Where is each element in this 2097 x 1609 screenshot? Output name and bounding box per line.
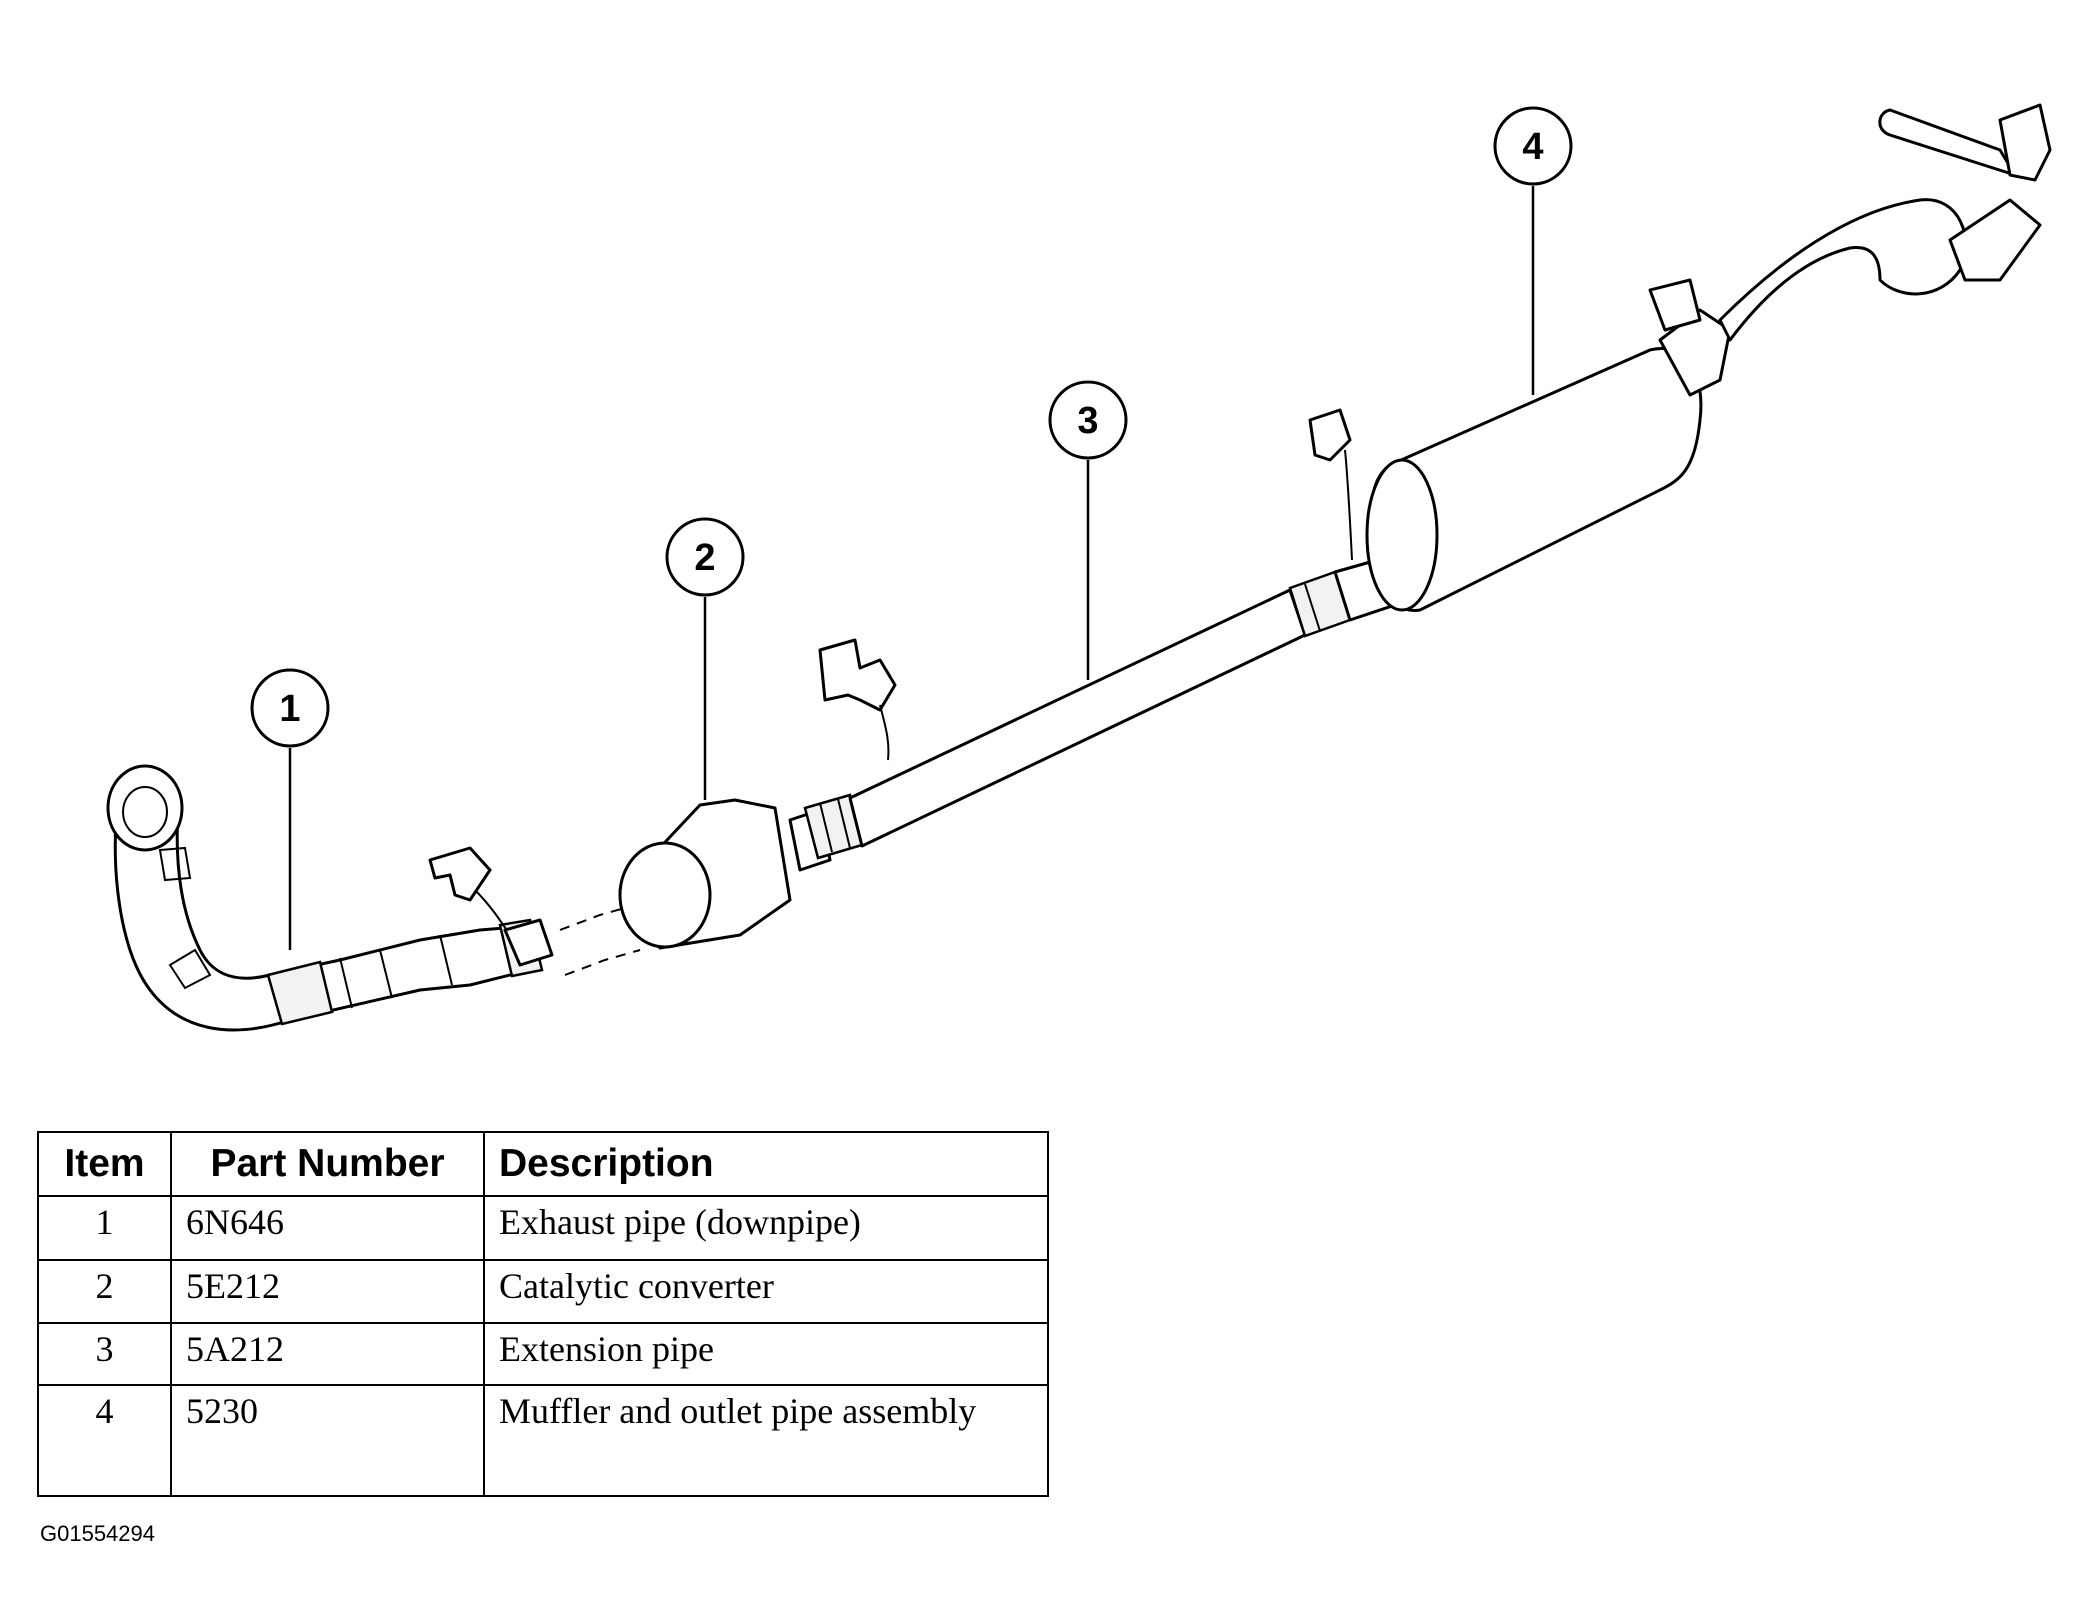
row-item: 3 bbox=[37, 1321, 172, 1387]
callout-4: 4 bbox=[1493, 106, 1573, 395]
hanger-bracket-2 bbox=[818, 638, 897, 761]
callout-1-label: 1 bbox=[279, 688, 300, 730]
row-item: 4 bbox=[37, 1384, 172, 1497]
table-row: 3 5A212 Extension pipe bbox=[37, 1321, 1049, 1387]
row-part-number: 5230 bbox=[170, 1384, 485, 1497]
muffler-and-outlet-pipe bbox=[1365, 103, 2052, 612]
parts-table: Item Part Number Description 1 6N646 Exh… bbox=[37, 1131, 1049, 1497]
slip-joint-dashed bbox=[559, 904, 641, 976]
row-description: Extension pipe bbox=[483, 1321, 1049, 1387]
callout-2: 2 bbox=[665, 517, 745, 800]
callout-2-label: 2 bbox=[694, 537, 715, 579]
callout-4-label: 4 bbox=[1522, 126, 1543, 168]
row-item: 1 bbox=[37, 1194, 172, 1262]
header-part-number: Part Number bbox=[170, 1131, 485, 1197]
row-part-number: 6N646 bbox=[170, 1194, 485, 1262]
table-header-row: Item Part Number Description bbox=[37, 1131, 1049, 1197]
exhaust-downpipe bbox=[106, 764, 544, 1032]
row-description: Catalytic converter bbox=[483, 1259, 1049, 1324]
row-part-number: 5E212 bbox=[170, 1259, 485, 1324]
table-row: 2 5E212 Catalytic converter bbox=[37, 1259, 1049, 1324]
figure-id: G01554294 bbox=[40, 1521, 155, 1546]
row-part-number: 5A212 bbox=[170, 1321, 485, 1387]
row-item: 2 bbox=[37, 1259, 172, 1324]
callout-1: 1 bbox=[250, 668, 330, 950]
table-row: 1 6N646 Exhaust pipe (downpipe) bbox=[37, 1194, 1049, 1262]
row-description: Muffler and outlet pipe assembly bbox=[483, 1384, 1049, 1497]
hanger-bracket-3 bbox=[1308, 408, 1353, 561]
table-row: 4 5230 Muffler and outlet pipe assembly bbox=[37, 1384, 1049, 1497]
hanger-bracket-1 bbox=[428, 846, 554, 967]
callout-3-label: 3 bbox=[1077, 400, 1098, 442]
extension-pipe bbox=[848, 553, 1412, 848]
callout-3: 3 bbox=[1048, 380, 1128, 680]
header-item: Item bbox=[37, 1131, 172, 1197]
catalytic-converter bbox=[618, 793, 864, 950]
header-description: Description bbox=[483, 1131, 1049, 1197]
row-description: Exhaust pipe (downpipe) bbox=[483, 1194, 1049, 1262]
